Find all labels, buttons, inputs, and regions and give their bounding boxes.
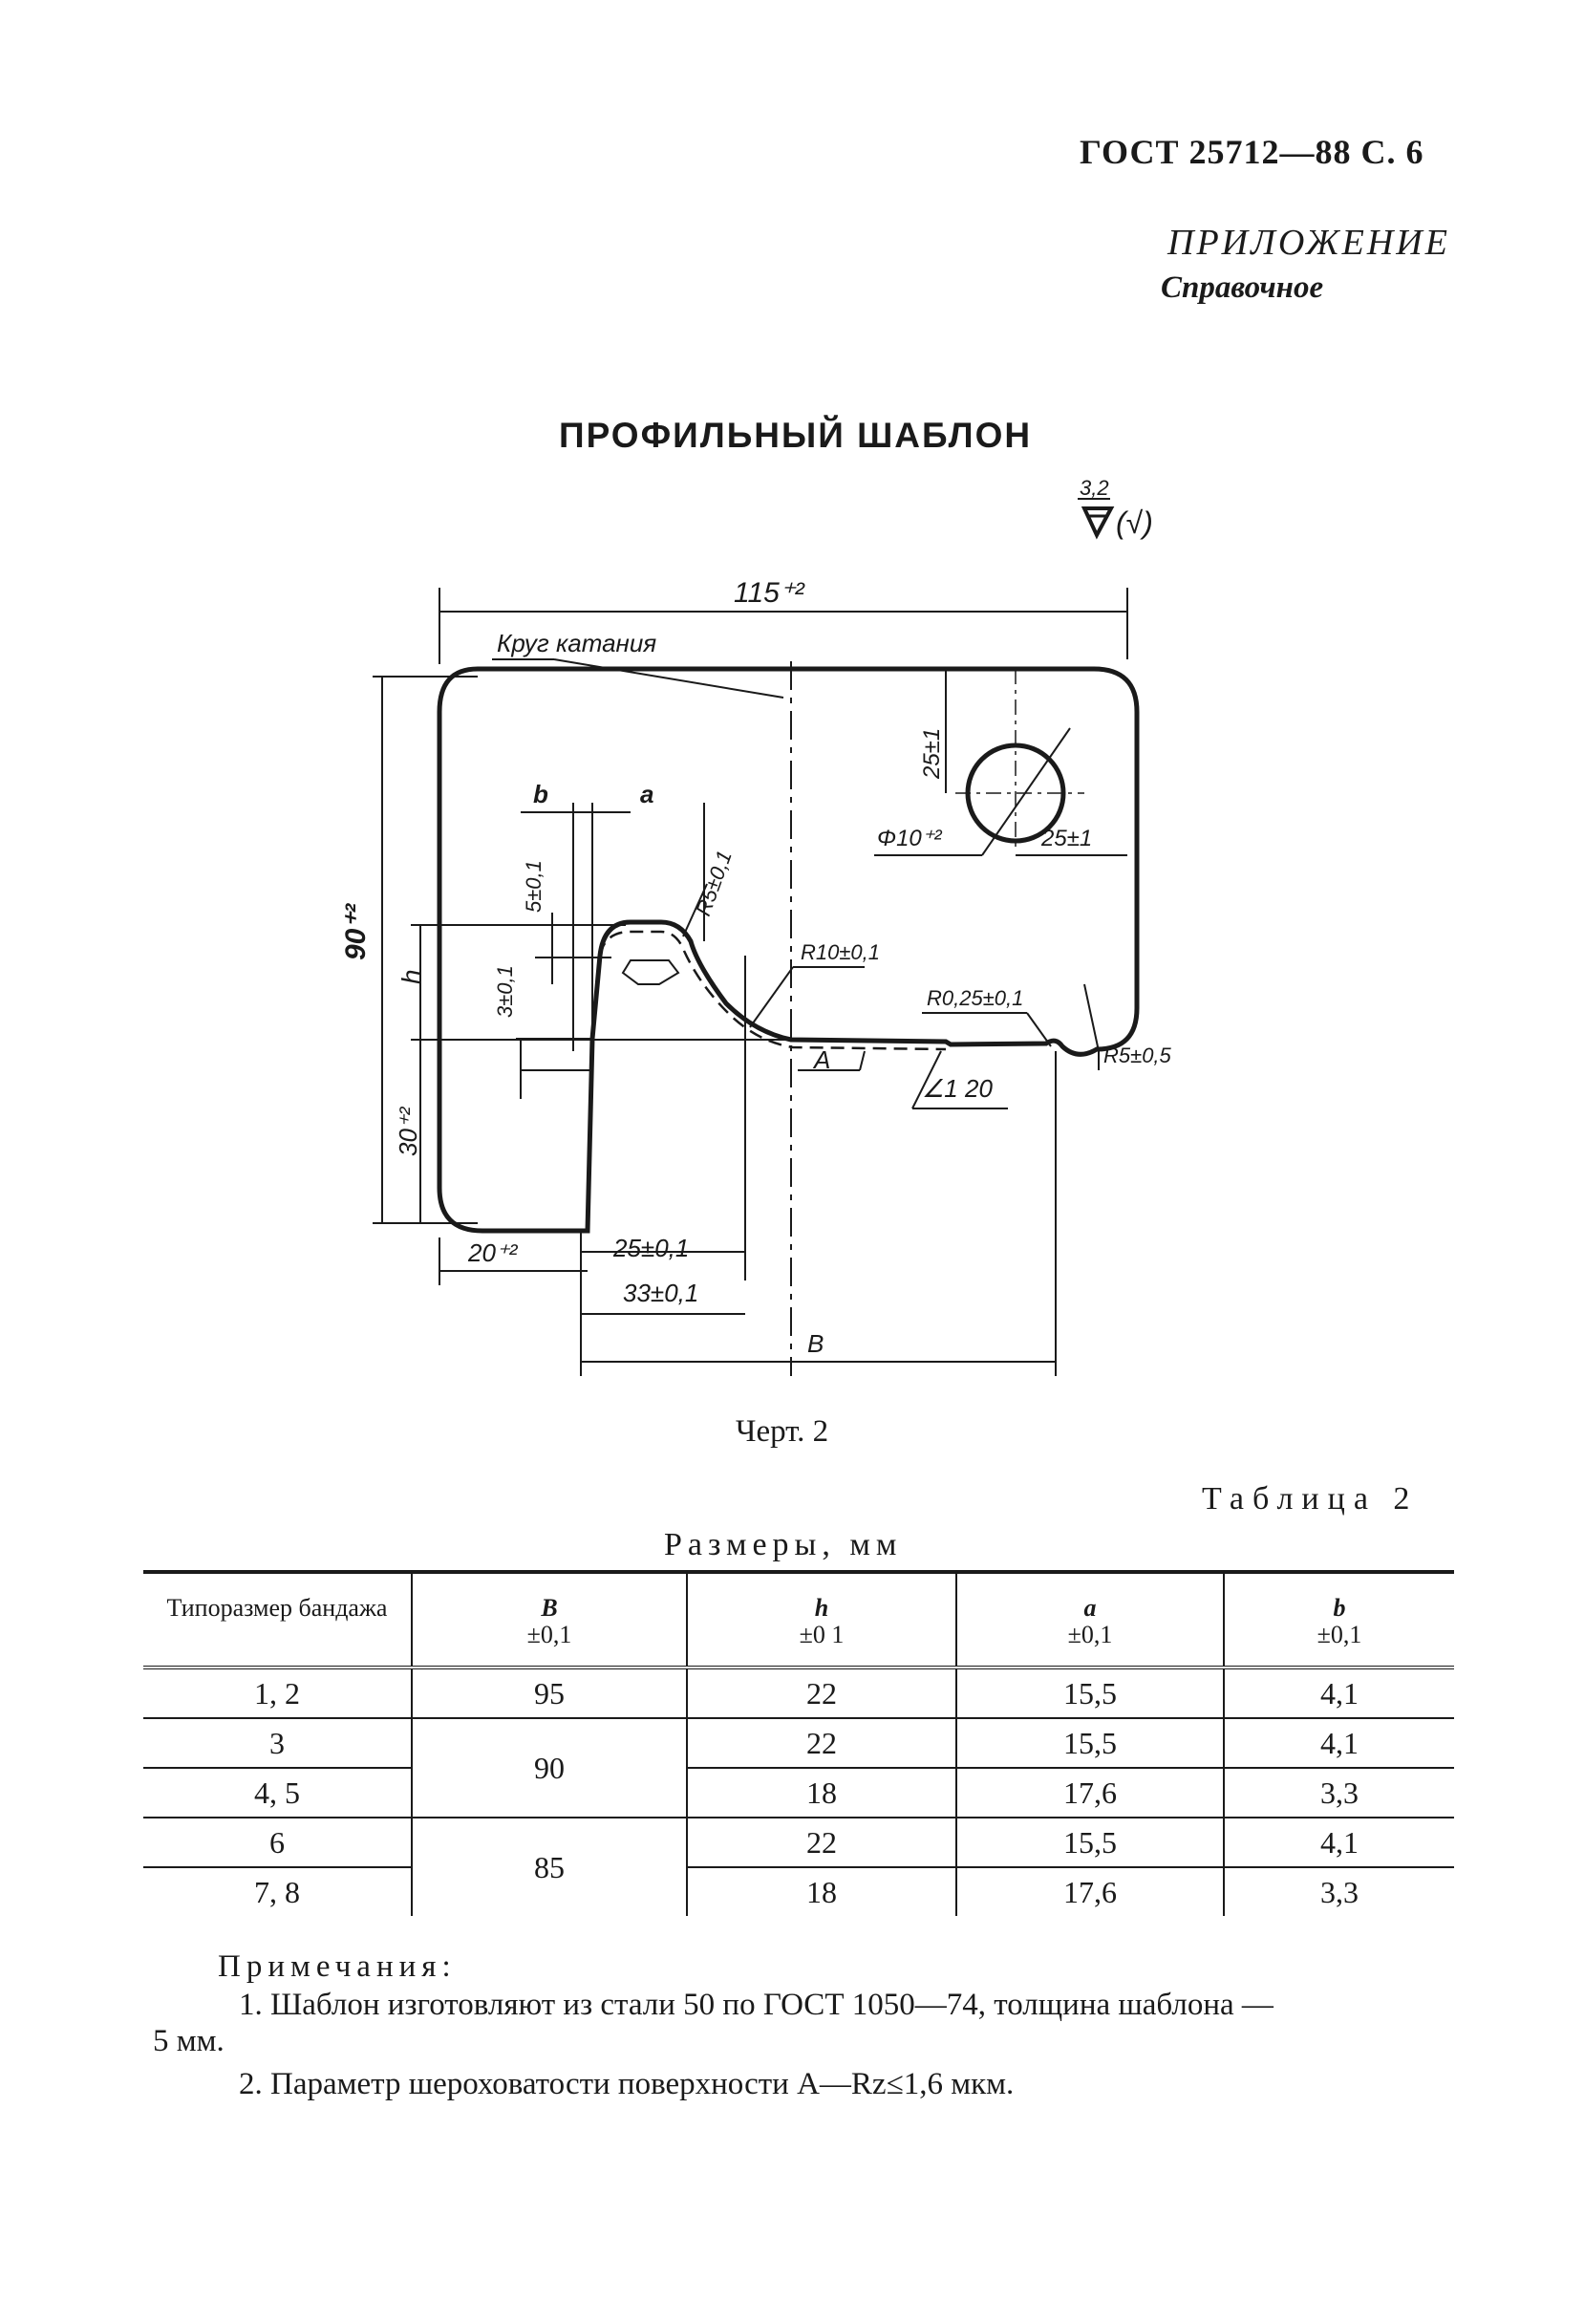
height-total-label: 90⁺² [340,903,372,960]
slope-label: ∠1 20 [922,1074,993,1103]
hole-dia-label: Φ10⁺² [877,826,942,851]
cell-h: 22 [686,1718,956,1769]
table-row: 1, 2 95 22 15,5 4,1 [143,1668,1454,1719]
h-label: h [396,969,426,984]
table-row: 3 90 22 15,5 4,1 [143,1718,1454,1818]
a-label: a [640,780,653,808]
bottom-33-label: 33±0,1 [623,1279,698,1307]
cell-b: 4,1 [1223,1718,1454,1769]
appendix-subtitle: Справочное [1161,270,1324,305]
cell-h: 18 [686,1867,956,1916]
drawing-title: ПРОФИЛЬНЫЙ ШАБЛОН [559,416,1033,455]
hole-offset-h-label: 25±1 [1040,826,1092,851]
roughness-symbol: 3,2 (√) [1078,476,1153,540]
width-total-label: 115⁺² [734,577,805,609]
height-lower-label: 30⁺² [394,1106,422,1156]
cell-h: 18 [686,1768,956,1818]
dim-3-label: 3±0,1 [493,965,517,1018]
note-2: 2. Параметр шероховатости поверхности A—… [239,2067,1015,2101]
note-1: 1. Шаблон изготовляют из стали 50 по ГОС… [239,1988,1274,2022]
cell-h: 22 [686,1818,956,1868]
header-b-upper: B±0,1 [411,1570,687,1669]
cell-b: 3,3 [1223,1867,1454,1916]
cell-b: 4,1 [1223,1818,1454,1868]
cell-b: 4,1 [1223,1668,1454,1719]
dimension-lines [373,588,1128,1376]
bottom-b-label: B [807,1329,824,1358]
cell-size: 6 [143,1818,412,1868]
roughness-value: 3,2 [1080,476,1109,500]
cell-a: 17,6 [955,1768,1224,1818]
cell-b: 3,3 [1223,1768,1454,1818]
document-header-code: ГОСТ 25712—88 С. 6 [1080,133,1424,171]
hole-dia-leader [981,727,1071,856]
table-units: Размеры, мм [664,1527,903,1562]
cell-b-upper: 95 [411,1668,687,1719]
r10-label: R10±0,1 [801,940,880,964]
hole-offset-v-label: 25±1 [919,728,945,780]
appendix-title: ПРИЛОЖЕНИЕ [1167,223,1450,263]
table-label: Таблица 2 [1202,1481,1419,1517]
cell-size: 1, 2 [143,1668,412,1719]
dim-5-label: 5±0,1 [522,860,546,913]
r025-label: R0,25±0,1 [927,986,1023,1010]
surface-a-label: A [812,1045,830,1074]
cell-a: 15,5 [955,1818,1224,1868]
cell-a: 17,6 [955,1867,1224,1916]
template-outline [437,666,1140,1234]
b-label: b [533,780,548,808]
note-1-continued: 5 мм. [153,2024,225,2058]
rolling-circle-label: Круг катания [497,629,656,657]
profile-hatch [621,959,680,985]
table-header-row: Типоразмер бандажа B±0,1 h±0 1 a±0,1 b±0… [143,1570,1454,1669]
dimensions-table: Типоразмер бандажа B±0,1 h±0 1 a±0,1 b±0… [143,1570,1454,1916]
bottom-25-label: 25±0,1 [612,1234,689,1262]
table-row: 4, 5 18 17,6 3,3 [143,1768,1454,1818]
cell-a: 15,5 [955,1668,1224,1719]
roughness-suffix: (√) [1116,506,1153,540]
drawing-caption: Черт. 2 [736,1414,829,1449]
table-row: 7, 8 18 17,6 3,3 [143,1867,1454,1916]
bottom-20-label: 20⁺² [467,1238,519,1267]
cell-h: 22 [686,1668,956,1719]
cell-b-upper: 85 [411,1818,687,1916]
notes-title: Примечания: [218,1949,457,1984]
r5-top-label: R5±0,1 [691,848,737,919]
r5-right-label: R5±0,5 [1103,1044,1172,1067]
header-b: b±0,1 [1223,1570,1454,1669]
cell-a: 15,5 [955,1718,1224,1769]
cell-size: 3 [143,1718,412,1769]
rolling-profile-dashed [598,930,947,1051]
header-h: h±0 1 [686,1570,956,1669]
cell-size: 7, 8 [254,1874,300,1909]
table-row: 6 85 22 15,5 4,1 [143,1818,1454,1916]
header-a: a±0,1 [955,1570,1224,1669]
header-size: Типоразмер бандажа [143,1570,412,1669]
cell-size: 4, 5 [143,1768,412,1818]
cell-b-upper: 90 [411,1718,687,1818]
technical-drawing: 3,2 (√) [340,476,1172,1376]
